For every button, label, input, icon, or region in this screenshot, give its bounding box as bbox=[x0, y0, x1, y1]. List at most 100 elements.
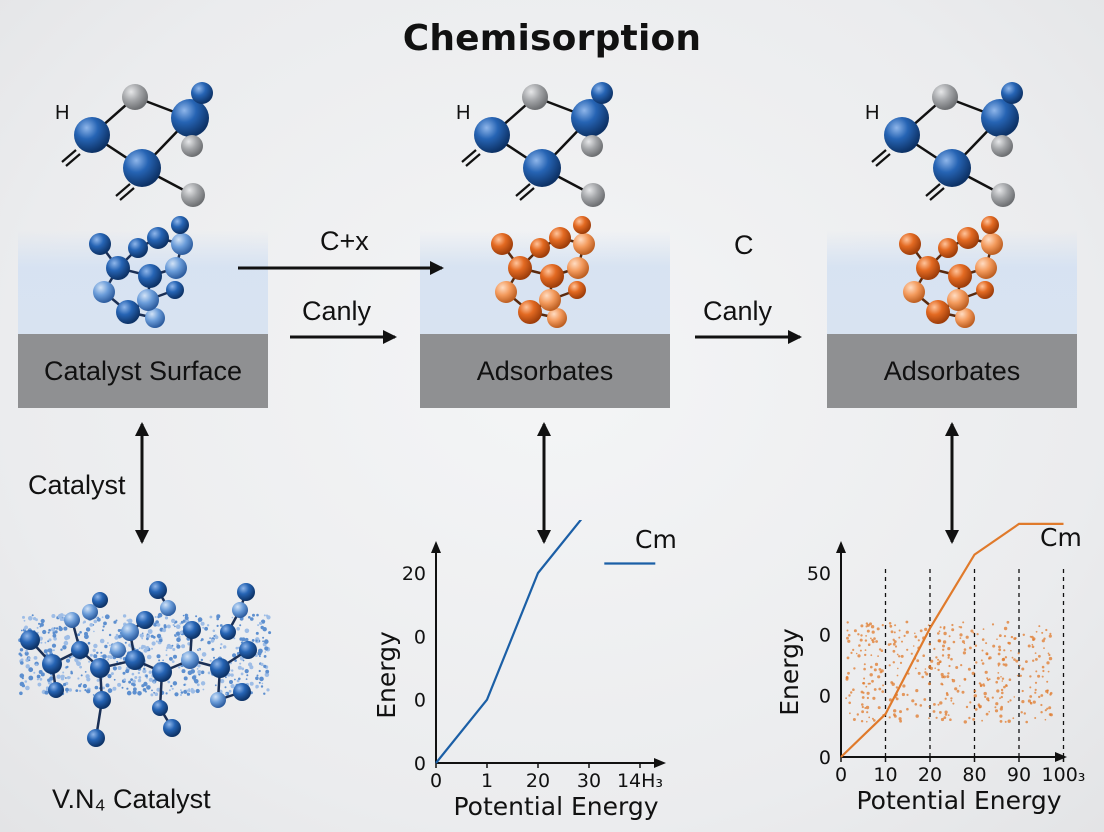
dot bbox=[89, 623, 94, 627]
dot bbox=[229, 680, 233, 684]
scatter-point bbox=[981, 719, 983, 722]
scatter-point bbox=[871, 717, 874, 720]
dot bbox=[172, 623, 175, 627]
dot bbox=[126, 619, 129, 622]
scatter-point bbox=[864, 707, 867, 709]
scatter-point bbox=[902, 684, 906, 688]
scatter-point bbox=[944, 697, 947, 700]
dot bbox=[84, 689, 87, 692]
arrow-bottom-2-label: Canly bbox=[703, 296, 773, 326]
y-tick-label: 50 bbox=[807, 563, 831, 585]
scatter-point bbox=[880, 649, 884, 652]
scatter-point bbox=[986, 677, 989, 680]
dot bbox=[84, 634, 89, 640]
surface-bar bbox=[420, 334, 670, 408]
dot bbox=[181, 644, 186, 649]
dot bbox=[224, 686, 227, 689]
scatter-point bbox=[939, 711, 942, 714]
scatter-point bbox=[929, 665, 932, 667]
scatter-point bbox=[984, 670, 988, 674]
dot bbox=[257, 624, 260, 627]
scatter-point bbox=[897, 667, 899, 670]
x-tick-label: 14H₃ bbox=[617, 770, 663, 792]
dot bbox=[225, 676, 227, 679]
dot bbox=[80, 674, 83, 677]
x-axis-arrow bbox=[654, 758, 666, 768]
dot bbox=[260, 685, 264, 688]
scatter-point bbox=[873, 637, 876, 640]
scatter-point bbox=[935, 716, 938, 719]
dot bbox=[125, 669, 130, 674]
dot bbox=[182, 614, 185, 617]
dot bbox=[264, 672, 270, 677]
dot bbox=[44, 641, 47, 644]
scatter-point bbox=[1035, 658, 1038, 661]
dot bbox=[251, 639, 255, 642]
y-tick-label: 0 bbox=[819, 624, 831, 646]
dot bbox=[24, 651, 29, 656]
scatter-point bbox=[1046, 707, 1049, 710]
dot bbox=[165, 649, 168, 652]
dot bbox=[174, 622, 176, 624]
dot bbox=[132, 690, 137, 695]
dot bbox=[19, 691, 23, 696]
dot bbox=[232, 653, 237, 658]
scatter-point bbox=[1035, 630, 1038, 633]
scatter-point bbox=[961, 640, 965, 644]
dot bbox=[31, 614, 34, 617]
scatter-point bbox=[895, 686, 899, 689]
dot bbox=[250, 617, 254, 621]
dot bbox=[204, 626, 209, 631]
dot bbox=[244, 628, 250, 634]
dot bbox=[146, 633, 149, 636]
scatter-point bbox=[952, 640, 956, 644]
scatter-point bbox=[871, 679, 874, 683]
scatter-point bbox=[1010, 635, 1014, 639]
dot bbox=[96, 651, 99, 654]
scatter-point bbox=[914, 667, 917, 670]
dot bbox=[99, 638, 105, 644]
dot bbox=[130, 678, 134, 681]
dot bbox=[249, 665, 254, 670]
scatter-point bbox=[1044, 718, 1047, 721]
scatter-point bbox=[914, 632, 916, 635]
dot bbox=[216, 614, 221, 619]
dot bbox=[265, 614, 269, 617]
scatter-point bbox=[921, 675, 924, 679]
scatter-point bbox=[856, 713, 859, 716]
scatter-point bbox=[1032, 659, 1035, 662]
dot bbox=[137, 691, 142, 696]
scatter-point bbox=[888, 716, 891, 719]
dot bbox=[200, 658, 204, 662]
dot bbox=[101, 629, 104, 632]
dot bbox=[83, 620, 86, 624]
scatter-point bbox=[1027, 644, 1031, 648]
dot bbox=[47, 648, 51, 652]
dot bbox=[195, 615, 198, 618]
dot bbox=[151, 641, 156, 646]
scatter-point bbox=[942, 648, 945, 651]
scatter-point bbox=[1045, 628, 1048, 632]
y-axis-label: Energy bbox=[372, 631, 401, 719]
dot bbox=[179, 622, 182, 625]
dot bbox=[255, 639, 258, 642]
dot bbox=[150, 634, 154, 638]
dot bbox=[62, 671, 65, 674]
scatter-point bbox=[1013, 696, 1016, 698]
dot bbox=[123, 678, 126, 681]
scatter-point bbox=[1007, 719, 1011, 723]
scatter-point bbox=[948, 635, 951, 638]
dot bbox=[183, 676, 188, 681]
scatter-point bbox=[865, 625, 868, 628]
scatter-point bbox=[1049, 691, 1053, 695]
dot bbox=[65, 658, 71, 663]
dot bbox=[52, 649, 55, 652]
scatter-point bbox=[944, 713, 948, 716]
scatter-point bbox=[995, 680, 998, 684]
scatter-point bbox=[1016, 674, 1019, 677]
dot bbox=[36, 678, 40, 681]
scatter-point bbox=[927, 682, 931, 686]
scatter-point bbox=[943, 716, 947, 719]
scatter-point bbox=[985, 652, 989, 656]
scatter-point bbox=[1003, 685, 1006, 689]
